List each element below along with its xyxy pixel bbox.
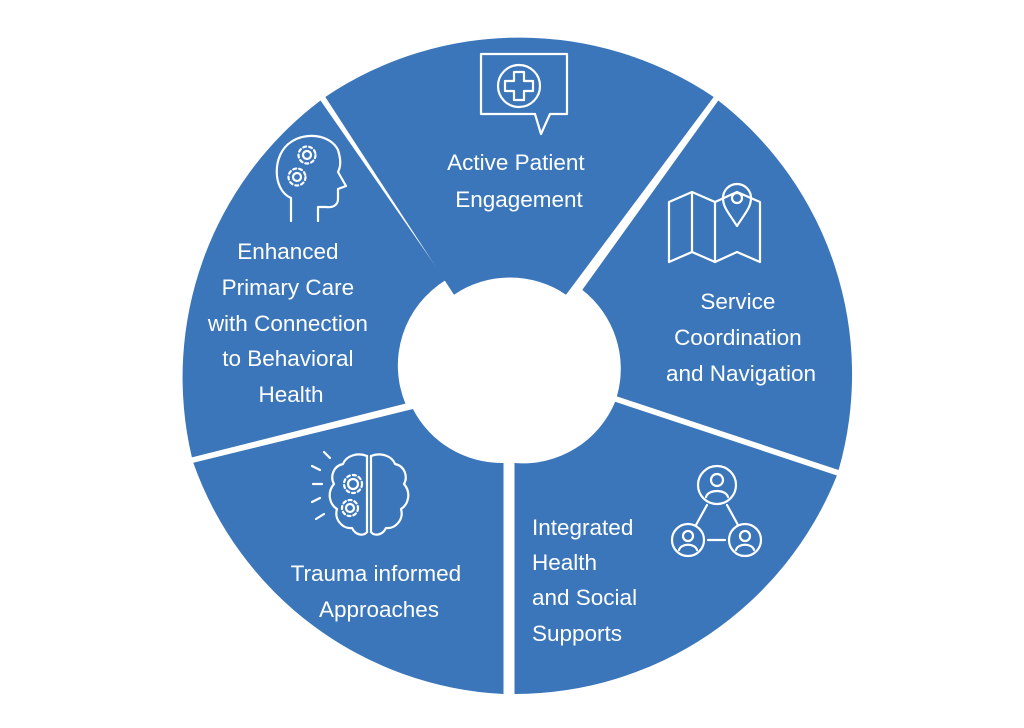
head-gears-icon xyxy=(275,134,348,223)
segment-shape xyxy=(325,37,714,295)
label-line: to Behavioral xyxy=(222,346,353,371)
segment-active-patient-engagement: Active Patient Engagement xyxy=(325,37,714,295)
segment-integrated-health: Integrated Health and Social Supports xyxy=(514,401,837,694)
label-line: Engagement xyxy=(455,187,583,212)
segment-trauma-informed: Trauma informed Approaches xyxy=(193,409,504,694)
label-line: and Navigation xyxy=(666,361,816,386)
segment-label: Integrated Health and Social Supports xyxy=(532,515,643,646)
label-line: Supports xyxy=(532,621,622,646)
segment-enhanced-primary-care: Enhanced Primary Care with Connection to… xyxy=(182,100,446,458)
label-line: Integrated xyxy=(532,515,633,540)
people-network-icon xyxy=(670,464,763,558)
label-line: with Connection xyxy=(207,311,368,336)
medical-chat-icon xyxy=(479,52,569,136)
brain-gears-icon xyxy=(310,450,410,536)
label-line: Trauma informed xyxy=(291,561,461,586)
map-pin-icon xyxy=(667,182,762,264)
label-line: Health xyxy=(532,550,597,575)
segment-shape xyxy=(193,409,504,694)
label-line: Approaches xyxy=(319,597,439,622)
segment-shape xyxy=(582,100,853,470)
label-line: Health xyxy=(258,382,323,407)
label-line: Active Patient xyxy=(447,150,585,175)
segment-service-coordination: Service Coordination and Navigation xyxy=(582,100,853,470)
segment-label: Enhanced Primary Care with Connection to… xyxy=(207,239,374,407)
label-line: Coordination xyxy=(674,325,802,350)
segment-label: Active Patient Engagement xyxy=(447,150,591,212)
segment-label: Trauma informed Approaches xyxy=(291,561,468,622)
segment-shape xyxy=(514,401,837,694)
label-line: Enhanced xyxy=(237,239,338,264)
segment-shape xyxy=(182,100,446,458)
label-line: Primary Care xyxy=(222,275,355,300)
label-line: and Social xyxy=(532,585,637,610)
label-line: Service xyxy=(700,289,775,314)
segment-label: Service Coordination and Navigation xyxy=(666,289,816,386)
